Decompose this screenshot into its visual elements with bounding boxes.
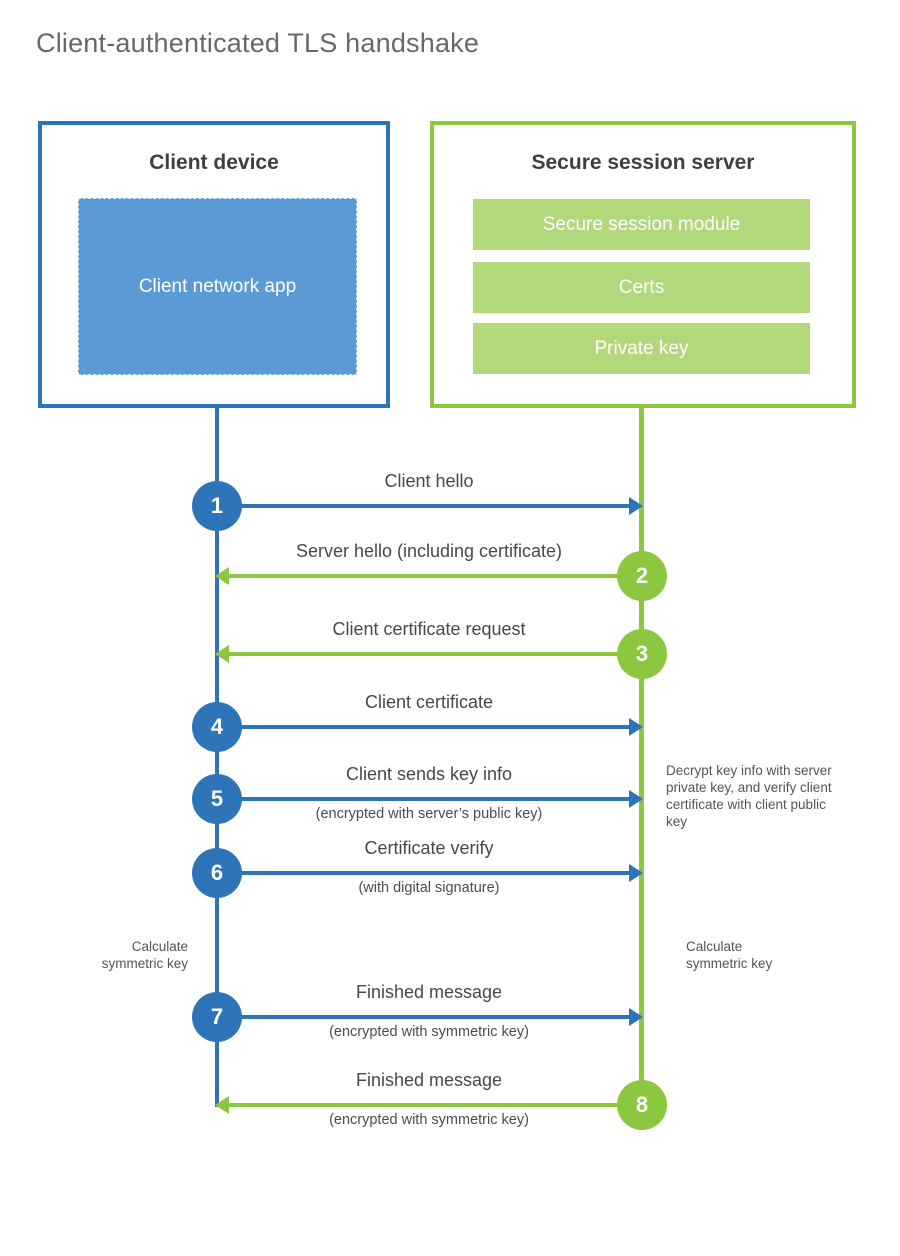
step-circle-3: 3 bbox=[617, 629, 667, 679]
arrowhead-right-icon bbox=[629, 1008, 643, 1026]
arrowhead-left-icon bbox=[215, 567, 229, 585]
arrowhead-right-icon bbox=[629, 497, 643, 515]
step-circle-7: 7 bbox=[192, 992, 242, 1042]
arrowhead-left-icon bbox=[215, 1096, 229, 1114]
secure-session-server-box: Secure session server Secure session mod… bbox=[430, 121, 856, 408]
arrow-shaft bbox=[227, 1102, 643, 1108]
message-label-3: Client certificate request bbox=[332, 619, 526, 639]
step-circle-4: 4 bbox=[192, 702, 242, 752]
message-label-7: Finished message bbox=[355, 982, 503, 1002]
message-arrow-5 bbox=[217, 790, 643, 808]
arrow-shaft bbox=[217, 1014, 631, 1020]
client-device-box: Client device Client network app bbox=[38, 121, 390, 408]
message-arrow-4 bbox=[217, 718, 643, 736]
message-label-5: Client sends key info bbox=[345, 764, 513, 784]
client-calculate-key-note: Calculate symmetric key bbox=[101, 939, 188, 971]
arrow-shaft bbox=[227, 573, 643, 579]
message-arrow-1 bbox=[217, 497, 643, 515]
message-label-2: Server hello (including certificate) bbox=[295, 541, 563, 561]
message-sublabel-7: (encrypted with symmetric key) bbox=[329, 1024, 529, 1040]
server-lifeline bbox=[639, 406, 644, 1130]
message-sublabel-6: (with digital signature) bbox=[358, 880, 500, 896]
step-circle-8: 8 bbox=[617, 1080, 667, 1130]
step-circle-5: 5 bbox=[192, 774, 242, 824]
step-circle-1: 1 bbox=[192, 481, 242, 531]
arrowhead-right-icon bbox=[629, 790, 643, 808]
message-label-1: Client hello bbox=[384, 471, 474, 491]
message-arrow-8 bbox=[215, 1096, 643, 1114]
arrowhead-left-icon bbox=[215, 645, 229, 663]
arrow-shaft bbox=[227, 651, 643, 657]
client-device-title: Client device bbox=[149, 151, 279, 174]
arrowhead-right-icon bbox=[629, 864, 643, 882]
message-label-4: Client certificate bbox=[364, 692, 494, 712]
client-network-app-label: Client network app bbox=[138, 275, 297, 297]
server-module-certs: Certs bbox=[473, 262, 810, 313]
message-arrow-7 bbox=[217, 1008, 643, 1026]
arrow-shaft bbox=[217, 724, 631, 730]
message-sublabel-5: (encrypted with server’s public key) bbox=[315, 806, 543, 822]
message-sublabel-8: (encrypted with symmetric key) bbox=[329, 1112, 529, 1128]
message-arrow-2 bbox=[215, 567, 643, 585]
server-decrypt-note: Decrypt key info with server private key… bbox=[666, 763, 832, 829]
arrow-shaft bbox=[217, 796, 631, 802]
client-network-app-box: Client network app bbox=[78, 198, 357, 375]
message-arrow-3 bbox=[215, 645, 643, 663]
server-calculate-key-note: Calculate symmetric key bbox=[686, 939, 773, 971]
arrow-shaft bbox=[217, 870, 631, 876]
server-module-secure-session: Secure session module bbox=[473, 199, 810, 250]
page-title: Client-authenticated TLS handshake bbox=[36, 28, 480, 58]
secure-session-server-title: Secure session server bbox=[531, 151, 755, 174]
message-label-8: Finished message bbox=[355, 1070, 503, 1090]
step-circle-6: 6 bbox=[192, 848, 242, 898]
server-module-private-key: Private key bbox=[473, 323, 810, 374]
arrow-shaft bbox=[217, 503, 631, 509]
step-circle-2: 2 bbox=[617, 551, 667, 601]
message-label-6: Certificate verify bbox=[364, 838, 494, 858]
arrowhead-right-icon bbox=[629, 718, 643, 736]
message-arrow-6 bbox=[217, 864, 643, 882]
client-lifeline bbox=[214, 406, 220, 1107]
